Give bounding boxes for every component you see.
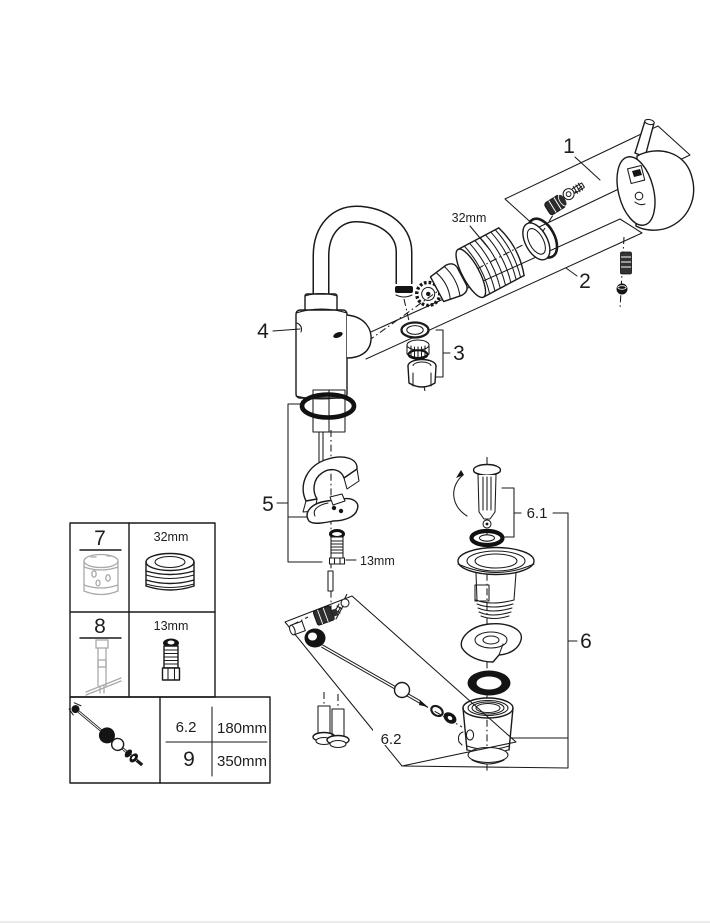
grub-screw-drawing <box>620 251 632 275</box>
tool-7-socket-drawing <box>83 553 119 596</box>
threaded-shank-drawing <box>299 389 357 471</box>
explosion-plane-handle <box>504 125 691 229</box>
drain-flange-drawing <box>457 546 535 620</box>
part-32mm-drawing <box>145 552 195 591</box>
popup-plug-drawing <box>453 463 505 548</box>
handle-mount-dome <box>346 314 372 359</box>
callout-2: 2 <box>565 267 591 293</box>
spout-mousseur-tip <box>395 286 413 293</box>
callout-4: 4 <box>257 320 303 343</box>
aerator-washer-drawing <box>400 321 430 339</box>
length-row-9-ref: 9 <box>183 748 195 771</box>
dimension-32mm-label: 32mm <box>452 211 487 225</box>
callout-6-1-label: 6.1 <box>527 505 548 522</box>
length-row-62-ref: 6.2 <box>176 719 197 736</box>
callout-6-2-label: 6.2 <box>381 731 402 748</box>
length-row-62-value: 180mm <box>217 720 267 737</box>
dimension-13mm-label: 13mm <box>360 554 395 568</box>
mounting-bolts-drawing <box>312 705 350 749</box>
drain-body-drawing <box>457 697 514 765</box>
plug-seal-washer <box>469 528 505 548</box>
dimension-32mm: 32mm <box>452 211 491 251</box>
tool-7-ref: 7 <box>94 527 106 550</box>
callout-5-label: 5 <box>262 493 274 516</box>
mounting-clamp-drawing <box>306 493 359 524</box>
aerator-insert-drawing <box>406 339 430 360</box>
callout-2-label: 2 <box>579 270 591 293</box>
callout-6-label: 6 <box>580 630 592 653</box>
escutcheon-ring-drawing <box>522 217 559 261</box>
rod-plane <box>284 595 517 767</box>
length-row-9-value: 350mm <box>217 753 267 770</box>
rod-washer <box>443 712 457 724</box>
rotate-arrow-head <box>456 470 464 478</box>
callout-6: 6 <box>401 512 592 769</box>
tool-8-size: 13mm <box>154 619 189 633</box>
rod-clamp-drawing <box>289 598 350 648</box>
part-13mm-drawing <box>161 638 181 681</box>
callout-3-label: 3 <box>453 342 465 365</box>
callout-4-label: 4 <box>257 320 269 343</box>
tool-8-ref: 8 <box>94 615 106 638</box>
tool-7-size: 32mm <box>154 530 189 544</box>
tool-8-key-drawing <box>85 639 122 696</box>
callout-5: 5 <box>262 403 323 563</box>
callout-3: 3 <box>435 329 465 378</box>
parts-table: 7 32mm 8 13mm <box>68 522 271 784</box>
aerator-housing-drawing <box>407 358 437 388</box>
dimension-13mm: 13mm <box>345 554 395 568</box>
horseshoe-washer-drawing <box>302 456 360 513</box>
callout-6-1: 6.1 <box>501 487 569 538</box>
part-9-rod-drawing <box>68 702 144 767</box>
lever-handle-drawing <box>616 118 695 231</box>
mounting-stud-13mm-drawing <box>328 529 346 565</box>
dome-cap-drawing <box>616 283 628 295</box>
faucet-spout-drawing <box>312 205 413 332</box>
lift-rod-pin-drawing <box>327 570 334 592</box>
handle-screw-drawing <box>562 182 585 201</box>
wedge-gasket-drawing <box>460 623 523 663</box>
cartridge-drawing <box>415 263 477 308</box>
faucet-body-drawing <box>295 292 372 400</box>
cap-nut-drawing <box>544 194 568 216</box>
cartridge-nut-32mm-drawing <box>455 227 525 299</box>
drain-o-ring-drawing <box>467 670 511 696</box>
pivot-rod-drawing <box>321 644 457 724</box>
rod-o-ring <box>430 704 444 718</box>
base-o-ring <box>299 392 357 420</box>
callout-6-2: 6.2 <box>373 727 409 748</box>
body-logo-mark <box>333 331 343 339</box>
callout-1: 1 <box>563 135 601 181</box>
callout-1-label: 1 <box>563 135 575 158</box>
